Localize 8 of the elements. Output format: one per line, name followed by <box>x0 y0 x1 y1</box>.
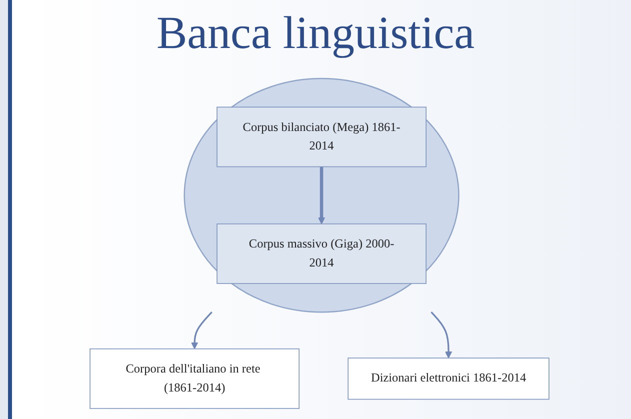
arrow <box>430 312 452 358</box>
arrow <box>190 312 212 350</box>
node-box: Corpus massivo (Giga) 2000-2014 <box>216 224 426 284</box>
node-box: Corpus bilanciato (Mega) 1861-2014 <box>216 106 426 168</box>
slide-title: Banca linguistica <box>155 6 476 59</box>
node-box: Corpora dell'italiano in rete (1861-2014) <box>90 348 300 409</box>
arrow <box>318 166 326 224</box>
node-box: Dizionari elettronici 1861-2014 <box>348 358 550 400</box>
